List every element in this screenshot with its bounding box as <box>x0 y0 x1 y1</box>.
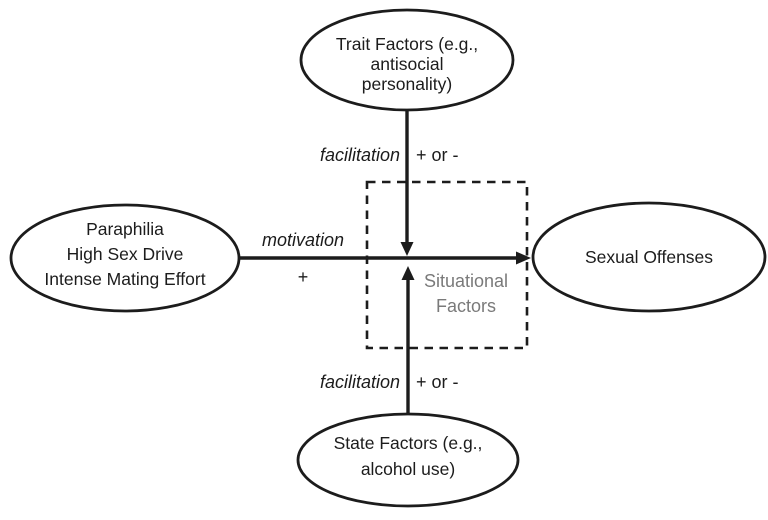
motivation-label: motivation <box>262 230 344 250</box>
state-facilitation-sign: + or - <box>416 372 459 392</box>
sexual-offenses-label: Sexual Offenses <box>585 247 713 267</box>
state-factors-label-line1: State Factors (e.g., <box>334 433 483 453</box>
state-facilitation-label: facilitation <box>320 372 400 392</box>
situational-factors-label-line2: Factors <box>436 296 496 316</box>
trait-factors-node <box>299 8 515 112</box>
predisposition-label-line2: High Sex Drive <box>67 244 184 264</box>
trait-facilitation-arrowhead <box>400 242 414 256</box>
state-facilitation-arrowhead <box>401 266 415 280</box>
motivation-sign: + <box>298 267 309 287</box>
motivation-arrowhead <box>516 251 531 265</box>
state-factors-label-line2: alcohol use) <box>361 459 455 479</box>
predisposition-label-line1: Paraphilia <box>86 219 164 239</box>
sexual-offenses-node <box>531 201 767 313</box>
predisposition-label-line3: Intense Mating Effort <box>44 269 205 289</box>
trait-facilitation-label: facilitation <box>320 145 400 165</box>
trait-factors-label-line3: personality) <box>362 74 452 94</box>
trait-facilitation-sign: + or - <box>416 145 459 165</box>
state-factors-node <box>296 412 520 508</box>
predisposition-node <box>9 203 241 313</box>
situational-factors-box <box>365 180 529 350</box>
trait-factors-label-line1: Trait Factors (e.g., <box>336 34 478 54</box>
trait-factors-label-line2: antisocial <box>371 54 444 74</box>
situational-factors-label-line1: Situational <box>424 271 508 291</box>
